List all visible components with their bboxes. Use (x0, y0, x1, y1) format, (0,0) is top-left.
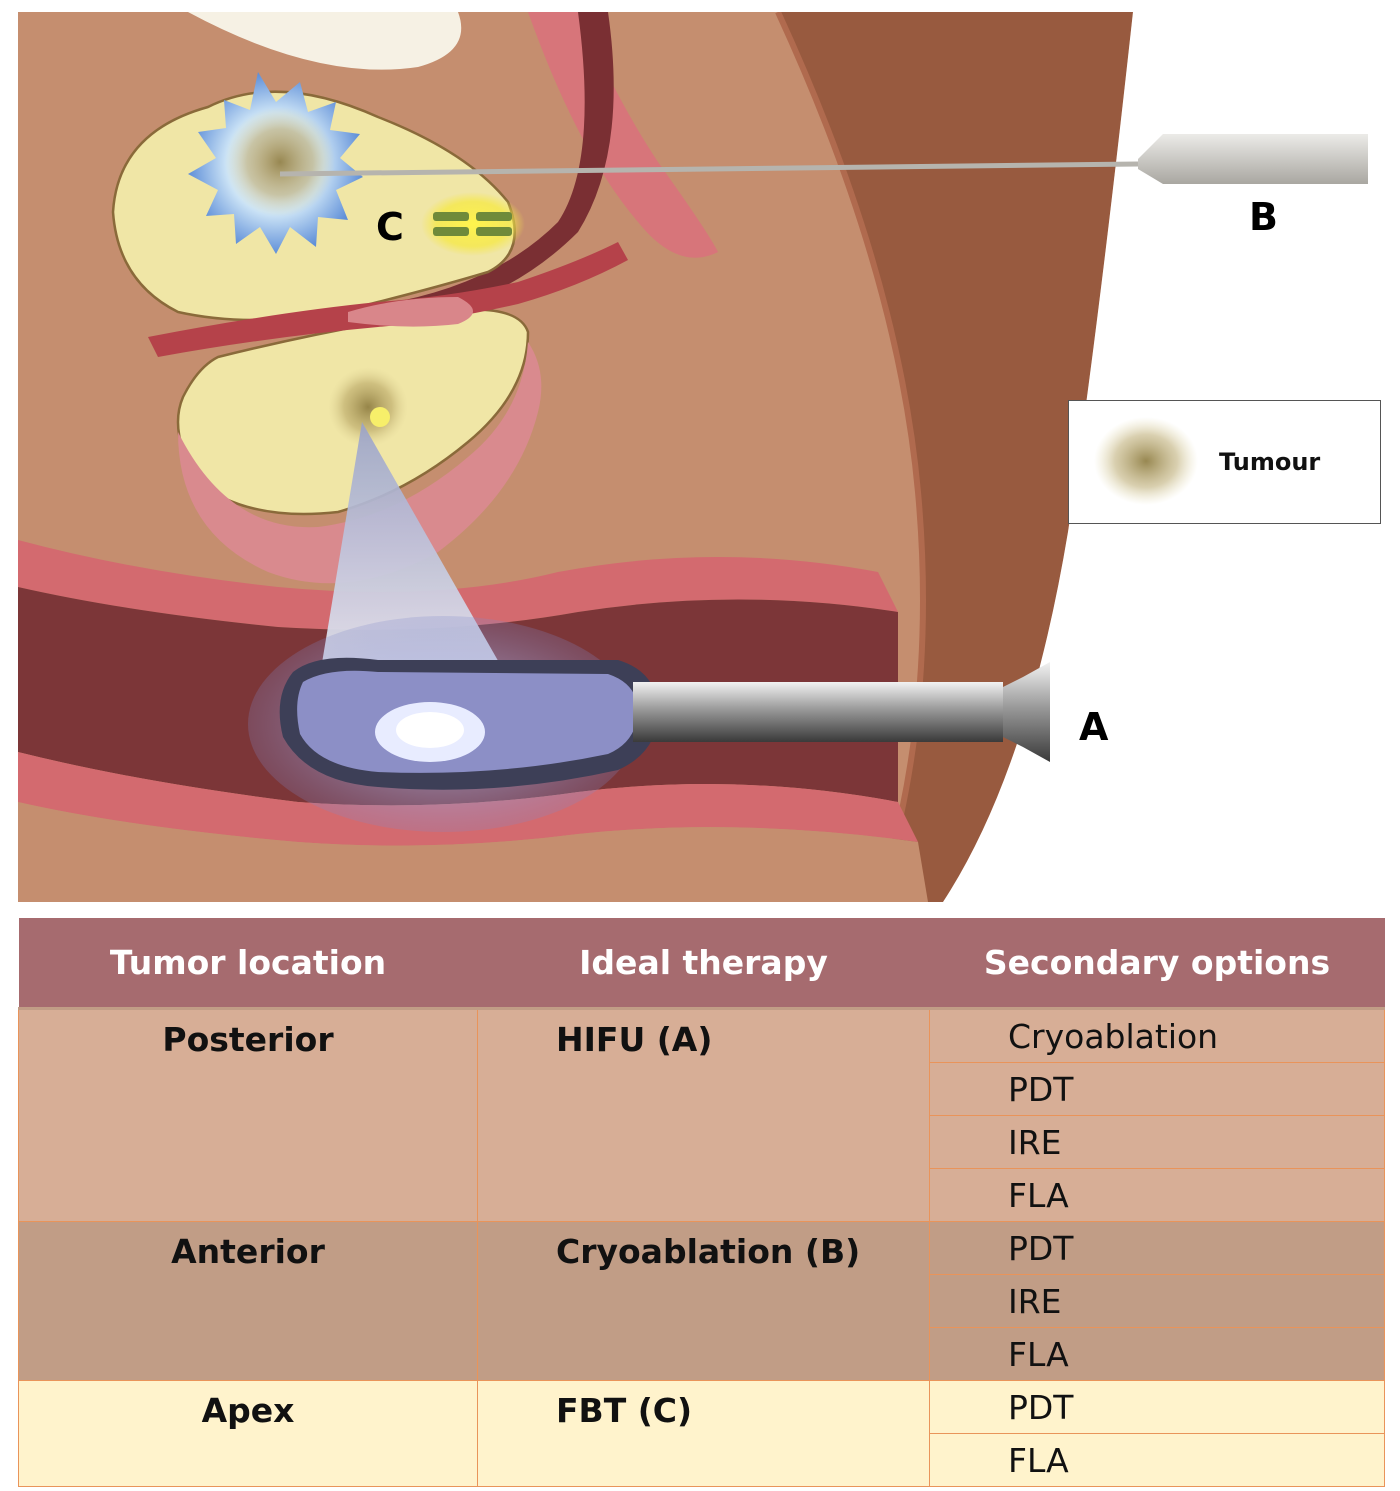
table-row: Posterior HIFU (A) Cryoablation (18, 1008, 1385, 1222)
header-ideal-therapy: Ideal therapy (477, 918, 930, 1010)
label-a: A (1079, 705, 1109, 749)
cryo-needle (279, 161, 1139, 177)
seed-icon (476, 227, 512, 236)
tumor-posterior-upper (225, 107, 335, 217)
table-row: FLA (19, 1168, 1385, 1222)
hifu-probe-handle (1003, 662, 1050, 762)
anatomy-illustration (18, 12, 1368, 902)
secondary-option-cell: PDT (929, 1221, 1385, 1275)
location-cell: Posterior (18, 1008, 478, 1222)
secondary-option-cell: PDT (929, 1062, 1385, 1116)
rectal-wall-lower (18, 752, 918, 846)
capsule (178, 342, 542, 584)
secondary-option-cell: FLA (929, 1327, 1385, 1381)
rectal-wall-upper (18, 540, 898, 630)
table-row: Apex FBT (C) PDT (18, 1380, 1385, 1487)
seed-glow (421, 192, 525, 256)
secondary-option-cell: Cryoablation (929, 1008, 1385, 1063)
label-c: C (376, 205, 404, 249)
location-cell: Anterior (18, 1221, 478, 1381)
table-row: IRE (19, 1115, 1385, 1169)
table-row: FLA (19, 1327, 1385, 1381)
hifu-probe-shaft (633, 682, 1003, 742)
table-header-row: Tumor location Ideal therapy Secondary o… (18, 918, 1385, 1010)
tumor-lower (328, 367, 408, 447)
hifu-focus (370, 407, 390, 427)
legend-label: Tumour (1219, 448, 1321, 476)
label-b: B (1249, 195, 1278, 239)
ideal-therapy-cell: FBT (C) (477, 1380, 930, 1487)
secondary-option-cell: PDT (929, 1380, 1385, 1434)
tumour-swatch-icon (1094, 417, 1198, 505)
legend: Tumour (1068, 400, 1381, 524)
urethra-tube (358, 12, 614, 322)
header-tumor-location: Tumor location (18, 918, 478, 1010)
pubic-bone (188, 12, 462, 70)
ideal-therapy-cell: Cryoablation (B) (477, 1221, 930, 1381)
prostatic-urethra (148, 242, 628, 357)
therapy-table: Tumor location Ideal therapy Secondary o… (18, 918, 1385, 1487)
location-cell: Apex (18, 1380, 478, 1487)
cryo-needle-handle (1138, 134, 1368, 184)
secondary-option-cell: FLA (929, 1433, 1385, 1487)
pink-tissue (528, 12, 718, 258)
header-secondary-options: Secondary options (929, 918, 1385, 1010)
table-row: FLA (19, 1433, 1385, 1487)
seed-icon (433, 227, 469, 236)
ideal-therapy-cell: HIFU (A) (477, 1008, 930, 1222)
table-row: PDT (19, 1062, 1385, 1116)
table-row: IRE (19, 1274, 1385, 1328)
secondary-option-cell: FLA (929, 1168, 1385, 1222)
secondary-option-cell: IRE (929, 1274, 1385, 1328)
table-row: Anterior Cryoablation (B) PDT (18, 1221, 1385, 1381)
seed-icon (476, 212, 512, 221)
secondary-option-cell: IRE (929, 1115, 1385, 1169)
seed-icon (433, 212, 469, 221)
